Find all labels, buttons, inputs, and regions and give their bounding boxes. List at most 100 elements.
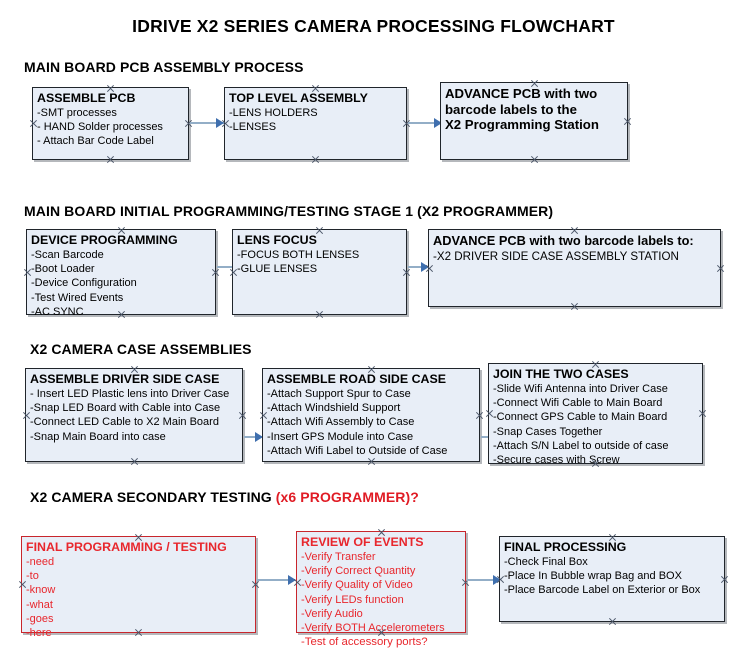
connector-1a [190,122,224,124]
section-heading-2: MAIN BOARD INITIAL PROGRAMMING/TESTING S… [24,203,554,219]
flow-box-review-of-events[interactable]: REVIEW OF EVENTS -Verify Transfer -Verif… [296,531,466,648]
box-line: -Snap Cases Together [493,425,603,438]
box-line: -here [26,627,52,640]
arrowhead-4b [493,575,501,585]
box-line: -Connect LED Cable to X2 Main Board [30,416,219,429]
box-title: JOIN THE TWO CASES [493,367,629,381]
box-line: -AC SYNC [31,305,84,318]
resize-handle-bottom[interactable] [130,457,139,466]
box-line: -SMT processes [37,106,117,119]
flow-box-top-level-assembly[interactable]: TOP LEVEL ASSEMBLY -LENS HOLDERS -LENSES [224,87,407,160]
connection-handle-right[interactable] [402,268,411,277]
box-line: -Secure cases with Screw [493,454,620,467]
box-line: -LENSES [229,120,277,133]
arrowhead-1b [434,118,442,128]
connector-2b [408,266,428,268]
box-line: -Attach Wifi Assembly to Case [267,416,415,429]
box-line: -Connect GPS Cable to Main Board [493,411,668,424]
box-line: -need [26,555,55,568]
box-title: FINAL PROCESSING [504,540,627,554]
resize-handle-bottom[interactable] [315,310,324,319]
resize-handle-bottom[interactable] [570,302,579,311]
box-line: -Device Configuration [31,277,137,290]
box-title: TOP LEVEL ASSEMBLY [229,91,368,105]
flow-box-assemble-road-side-case[interactable]: ASSEMBLE ROAD SIDE CASE -Attach Support … [262,368,480,462]
connector-1b [408,122,442,124]
resize-handle-bottom[interactable] [106,155,115,164]
box-title: ADVANCE PCB with two barcode labels to: [433,233,694,248]
box-line: -Connect Wifi Cable to Main Board [493,396,663,409]
box-title: ASSEMBLE DRIVER SIDE CASE [30,372,220,386]
box-line: -Place Barcode Label on Exterior or Box [504,584,701,597]
box-title-line3: X2 Programming Station [445,117,599,133]
resize-handle-bottom[interactable] [530,155,539,164]
connection-handle-right[interactable] [698,409,707,418]
box-line: -know [26,584,56,597]
connection-handle-right[interactable] [211,268,220,277]
box-line: -Attach S/N Label to outside of case [493,439,669,452]
flow-box-lens-focus[interactable]: LENS FOCUS -FOCUS BOTH LENSES -GLUE LENS… [232,229,407,315]
page-title: IDRIVE X2 SERIES CAMERA PROCESSING FLOWC… [132,16,615,36]
flow-box-advance-pcb-station[interactable]: ADVANCE PCB with two barcode labels to t… [440,82,628,160]
connection-handle-right[interactable] [238,411,247,420]
box-overflow-line: -Test of accessory ports? [301,636,428,648]
connector-3a [244,436,262,438]
box-line: -Scan Barcode [31,248,104,261]
box-line: -X2 DRIVER SIDE CASE ASSEMBLY STATION [433,250,679,264]
box-line: -LENS HOLDERS [229,106,318,119]
flow-box-advance-pcb-driver-side[interactable]: ADVANCE PCB with two barcode labels to: … [428,229,721,307]
box-line: -Verify Audio [301,607,363,620]
box-title: ASSEMBLE ROAD SIDE CASE [267,372,446,386]
box-line: - HAND Solder processes [37,120,163,133]
resize-handle-bottom[interactable] [608,617,617,626]
box-line: -Place In Bubble wrap Bag and BOX [504,569,682,582]
box-title: ASSEMBLE PCB [37,91,136,105]
box-title: ADVANCE PCB with two [445,86,598,101]
box-title: DEVICE PROGRAMMING [31,233,178,247]
flow-box-final-programming-testing[interactable]: FINAL PROGRAMMING / TESTING -need -to -k… [21,536,256,639]
arrowhead-1a [216,118,224,128]
box-line: -Attach Wifi Label to Outside of Case [267,444,448,457]
flow-box-assemble-pcb[interactable]: ASSEMBLE PCB -SMT processes - HAND Solde… [32,87,189,160]
connection-handle-right[interactable] [623,117,632,126]
box-line: -what [26,598,53,611]
section-heading-1: MAIN BOARD PCB ASSEMBLY PROCESS [24,59,304,75]
box-line: -FOCUS BOTH LENSES [237,248,360,261]
box-line: -Check Final Box [504,555,588,568]
section-heading-4-accent: (x6 PROGRAMMER)? [275,489,419,505]
flow-box-assemble-driver-side-case[interactable]: ASSEMBLE DRIVER SIDE CASE - Insert LED P… [25,368,243,462]
box-line: -Slide Wifi Antenna into Driver Case [493,382,668,395]
connector-2a [217,266,241,268]
connector-4b [467,579,500,581]
section-heading-3: X2 CAMERA CASE ASSEMBLIES [30,341,252,357]
connection-handle-right[interactable] [475,411,484,420]
box-line: -Verify LEDs function [301,593,404,606]
box-line: -GLUE LENSES [237,262,318,275]
box-line: - Attach Bar Code Label [37,135,154,148]
connection-handle-right[interactable] [716,264,725,273]
section-heading-4-text: X2 CAMERA SECONDARY TESTING [30,489,276,505]
flow-box-device-programming[interactable]: DEVICE PROGRAMMING -Scan Barcode -Boot L… [26,229,216,318]
box-line: -Verify Transfer [301,550,376,563]
arrowhead-4a [288,575,296,585]
arrowhead-3a [255,432,263,442]
flow-box-join-the-two-cases[interactable]: JOIN THE TWO CASES -Slide Wifi Antenna i… [488,363,703,467]
box-line: -Verify Correct Quantity [301,564,416,577]
box-line: -Snap LED Board with Cable into Case [30,401,221,414]
box-line: -Verify BOTH Accelerometers [301,622,445,635]
box-line: -Boot Loader [31,262,95,275]
box-line: -to [26,569,39,582]
box-line: -Test Wired Events [31,291,124,304]
box-line: -Insert GPS Module into Case [267,430,414,443]
box-line: - Insert LED Plastic lens into Driver Ca… [30,387,230,400]
resize-handle-bottom[interactable] [311,155,320,164]
connection-handle-right[interactable] [720,575,729,584]
box-line: -Verify Quality of Video [301,579,413,592]
box-line: -Snap Main Board into case [30,430,166,443]
connection-handle-right[interactable] [251,580,260,589]
connector-4a [257,579,295,581]
flow-box-final-processing[interactable]: FINAL PROCESSING -Check Final Box -Place… [499,536,725,622]
arrowhead-2b [421,262,429,272]
box-title: REVIEW OF EVENTS [301,535,424,549]
